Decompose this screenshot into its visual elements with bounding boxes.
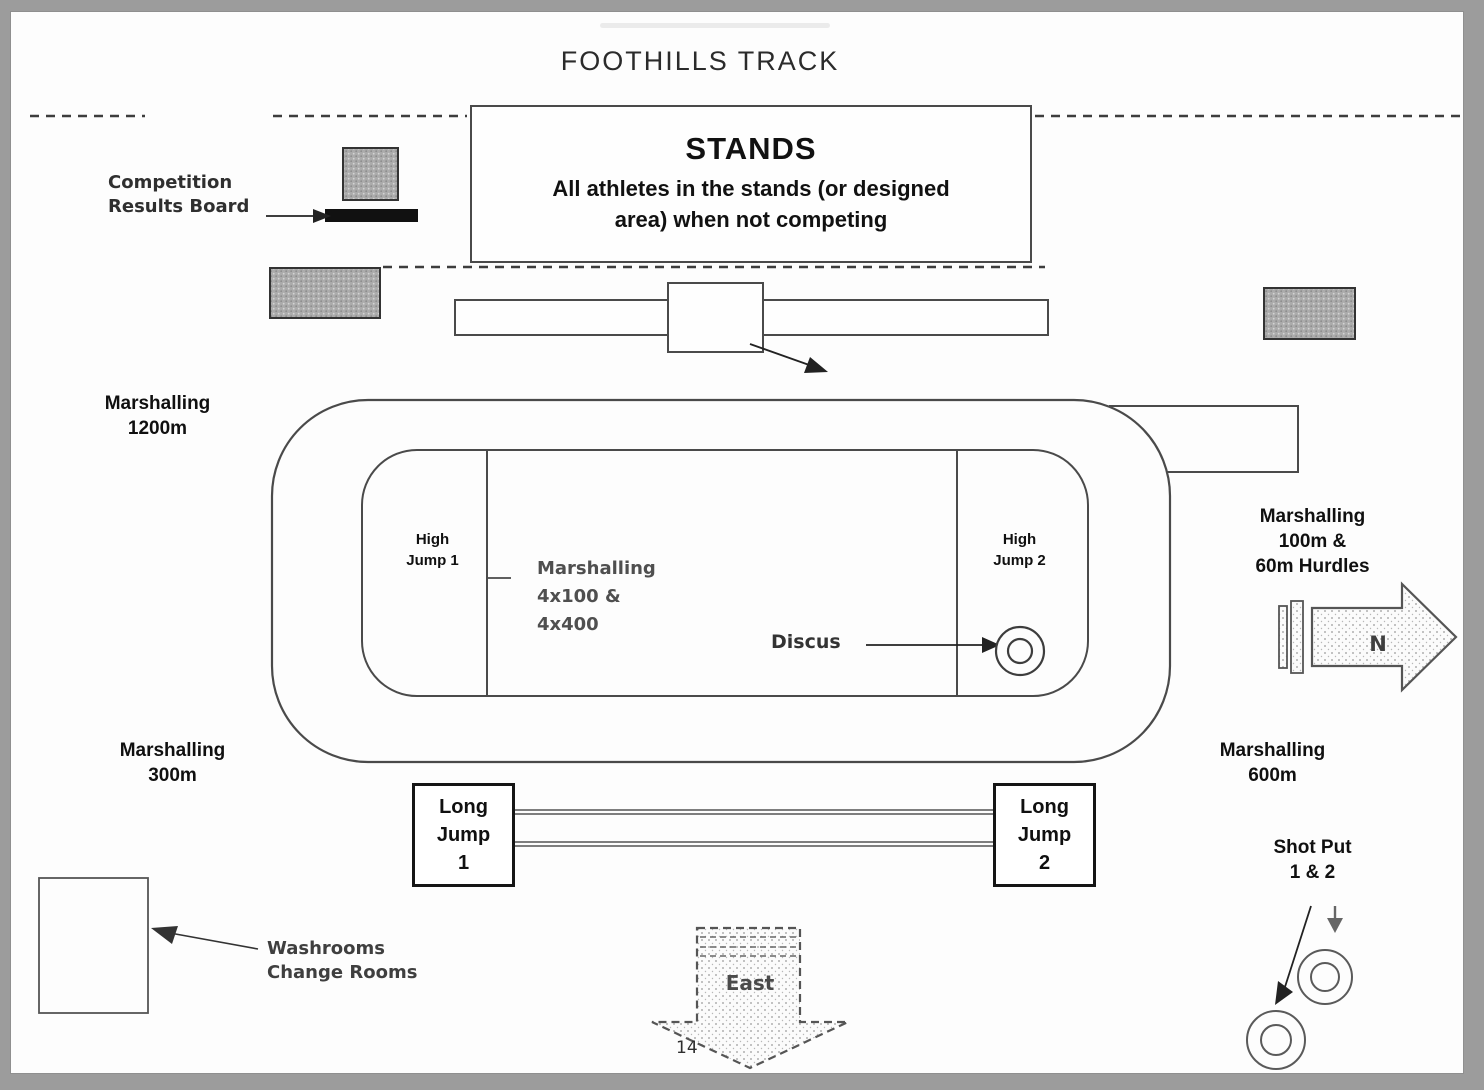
page-number: 14 [676,1038,698,1058]
high-jump-2-label: High Jump 2 [993,531,1046,569]
finish-structure-arrow [749,343,828,373]
track-infield [361,449,1089,697]
east-label: East [725,971,775,995]
competition-results-board-label: Competition Results Board [108,172,250,217]
shot-put-label: Shot Put 1 & 2 [1273,837,1352,883]
washrooms-arrow [151,926,259,950]
north-label: N [1369,632,1387,656]
long-jump-runways [515,809,993,847]
north-arrow-tail-bar-2 [1290,600,1304,674]
discus-arrow [866,637,1000,653]
north-arrow-tail-bar-1 [1278,605,1288,669]
washrooms-building [38,877,149,1014]
stands-heading: STANDS [685,131,817,166]
discus-ring [994,625,1046,677]
building-block-right [1263,287,1356,340]
north-arrow [1278,581,1458,693]
results-board-bar [325,209,418,222]
east-arrow [651,926,849,1070]
marshalling-1200m-label: Marshalling 1200m [104,393,211,439]
building-block-left [269,267,381,319]
results-board-arrow [266,209,331,223]
stands-note: All athletes in the stands (or designed … [552,176,950,232]
washrooms-change-rooms-label: Washrooms Change Rooms [267,938,418,983]
building-block-small [342,147,399,201]
shot-put-arrow-short [1327,906,1343,933]
shot-put-ring-1 [1297,949,1353,1005]
high-jump-1-label: High Jump 1 [406,531,459,569]
scan-artifact [600,23,830,28]
long-jump-1-box: Long Jump 1 [412,783,515,887]
page-title: FOOTHILLS TRACK [560,46,840,76]
marshalling-300m-label: Marshalling 300m [119,740,226,786]
shot-put-arrow-long [1275,905,1312,1005]
long-jump-1-label: Long Jump 1 [436,796,491,874]
finish-structure-box [667,282,764,353]
long-jump-2-label: Long Jump 2 [1017,796,1072,874]
marshalling-600m-label: Marshalling 600m [1219,740,1326,786]
boundary-dashed-lines [30,114,1460,269]
marshalling-relay-label: Marshalling 4x100 & 4x400 [537,558,656,635]
marshalling-100m-60m-hurdles-label: Marshalling 100m & 60m Hurdles [1255,506,1370,577]
stands-box: STANDS All athletes in the stands (or de… [470,105,1032,263]
discus-label: Discus [771,631,841,653]
long-jump-2-box: Long Jump 2 [993,783,1096,887]
shot-put-ring-2 [1246,1010,1306,1070]
